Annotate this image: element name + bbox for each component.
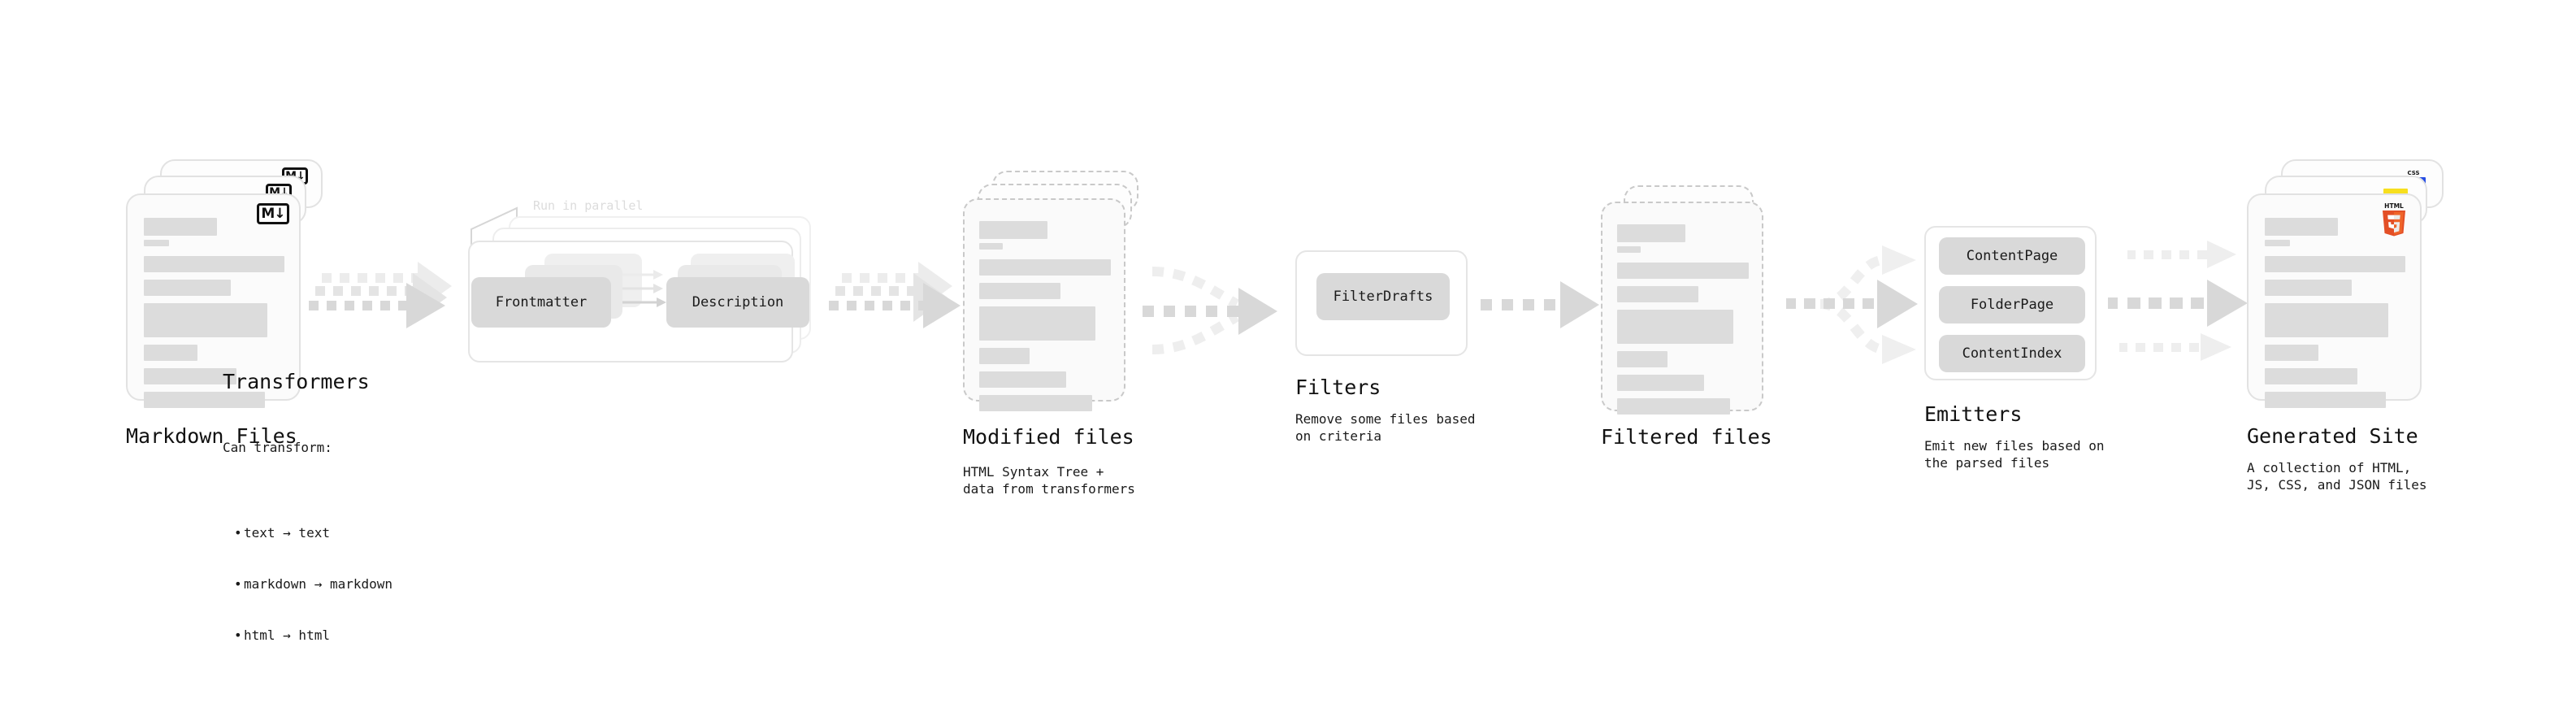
placeholder-line xyxy=(1617,310,1733,344)
stage-label-markdown-files: Markdown Files xyxy=(126,424,297,448)
connector-modified-to-filters xyxy=(1143,267,1277,354)
placeholder-line xyxy=(2265,240,2291,246)
generated-site-description: A collection of HTML, JS, CSS, and JSON … xyxy=(2247,460,2427,493)
connector-filters-to-filtered xyxy=(1481,281,1599,328)
connector-markdown-to-transformers xyxy=(309,262,452,328)
placeholder-line xyxy=(144,345,197,361)
stage-label-modified-files: Modified files xyxy=(963,425,1134,449)
stage-transformers: Run in parallel Frontmatter Descr xyxy=(445,193,827,364)
transformers-bullet: html → html xyxy=(234,627,392,644)
placeholder-line xyxy=(144,218,217,236)
placeholder-lines xyxy=(2265,218,2405,415)
file-sheet-front: M↓ xyxy=(126,193,301,408)
emitters-group-box: ContentPage FolderPage ContentIndex xyxy=(1924,226,2097,380)
html5-icon-glyph: HTML xyxy=(2383,202,2405,237)
filter-pill-filterdrafts[interactable]: FilterDrafts xyxy=(1316,273,1450,320)
placeholder-line xyxy=(2265,303,2389,337)
file-sheet-front xyxy=(1601,202,1763,415)
placeholder-line xyxy=(144,240,170,246)
transformer-pill-description[interactable]: Description xyxy=(666,277,809,328)
stage-filtered-files xyxy=(1601,185,1780,417)
emitter-pill-contentindex[interactable]: ContentIndex xyxy=(1939,335,2085,372)
placeholder-lines xyxy=(1617,224,1749,422)
stage-emitters: ContentPage FolderPage ContentIndex xyxy=(1924,226,2097,380)
placeholder-line xyxy=(979,221,1048,239)
transformers-bullet-list: text → text markdown → markdown html → h… xyxy=(223,490,392,678)
connector-transformers-to-modified xyxy=(829,262,961,328)
placeholder-lines xyxy=(144,218,284,415)
modified-file-stack xyxy=(963,171,1150,411)
pipeline-diagram: M↓ M↓ M↓ Markdown Files xyxy=(0,0,2576,681)
placeholder-line xyxy=(979,259,1111,276)
placeholder-line xyxy=(144,280,232,296)
stage-markdown-files: M↓ M↓ M↓ xyxy=(126,159,329,408)
transformers-bullet: text → text xyxy=(234,524,392,541)
modified-files-description: HTML Syntax Tree + data from transformer… xyxy=(963,464,1135,497)
placeholder-line xyxy=(2265,345,2318,361)
placeholder-line xyxy=(2265,218,2338,236)
placeholder-line xyxy=(2265,280,2353,296)
stage-label-filtered-files: Filtered files xyxy=(1601,425,1772,449)
transformer-pill-frontmatter[interactable]: Frontmatter xyxy=(471,277,611,328)
emitter-pill-folderpage[interactable]: FolderPage xyxy=(1939,286,2085,323)
placeholder-line xyxy=(144,368,237,384)
emitter-pill-contentpage[interactable]: ContentPage xyxy=(1939,237,2085,275)
placeholder-line xyxy=(979,395,1093,411)
filters-description: Remove some files based on criteria xyxy=(1295,411,1476,444)
stage-label-transformers: Transformers xyxy=(223,370,370,393)
connector-filtered-to-emitters xyxy=(1786,245,1918,364)
placeholder-line xyxy=(1617,286,1699,302)
svg-text:HTML: HTML xyxy=(2384,202,2404,210)
placeholder-lines xyxy=(979,221,1111,419)
placeholder-line xyxy=(1617,375,1704,391)
placeholder-line xyxy=(144,392,265,408)
placeholder-line xyxy=(979,283,1061,299)
stage-label-filters: Filters xyxy=(1295,376,1381,399)
transformers-bullet: markdown → markdown xyxy=(234,575,392,593)
run-in-parallel-label: Run in parallel xyxy=(533,198,644,213)
stage-label-generated-site: Generated Site xyxy=(2247,424,2418,448)
placeholder-line xyxy=(979,243,1004,250)
file-sheet-front xyxy=(963,198,1125,411)
filters-group-box: FilterDrafts xyxy=(1295,250,1468,356)
placeholder-line xyxy=(1617,351,1667,367)
stage-modified-files xyxy=(963,171,1150,411)
placeholder-line xyxy=(979,371,1066,388)
transformers-description: Can transform: text → text markdown → ma… xyxy=(223,405,392,712)
html5-icon: HTML xyxy=(2379,202,2409,237)
transformers-description-lead: Can transform: xyxy=(223,440,332,455)
placeholder-line xyxy=(1617,246,1641,253)
placeholder-line xyxy=(979,348,1030,364)
placeholder-line xyxy=(1617,263,1749,279)
placeholder-line xyxy=(144,303,268,337)
placeholder-line xyxy=(979,306,1095,341)
placeholder-line xyxy=(2265,256,2405,272)
placeholder-line xyxy=(1617,398,1731,415)
stage-generated-site: HTML xyxy=(2247,159,2450,408)
markdown-file-stack: M↓ M↓ M↓ xyxy=(126,159,329,408)
placeholder-line xyxy=(2265,392,2386,408)
stage-label-emitters: Emitters xyxy=(1924,402,2023,426)
site-file-stack: HTML xyxy=(2247,159,2450,408)
placeholder-line xyxy=(2265,368,2358,384)
connector-emitters-to-site xyxy=(2108,241,2248,361)
placeholder-line xyxy=(1617,224,1686,242)
placeholder-line xyxy=(144,256,284,272)
emitters-description: Emit new files based on the parsed files xyxy=(1924,438,2105,471)
stage-filters: FilterDrafts xyxy=(1295,250,1468,356)
markdown-icon: M↓ xyxy=(257,203,289,224)
filtered-file-stack xyxy=(1601,185,1780,417)
file-sheet-front: HTML xyxy=(2247,193,2422,408)
